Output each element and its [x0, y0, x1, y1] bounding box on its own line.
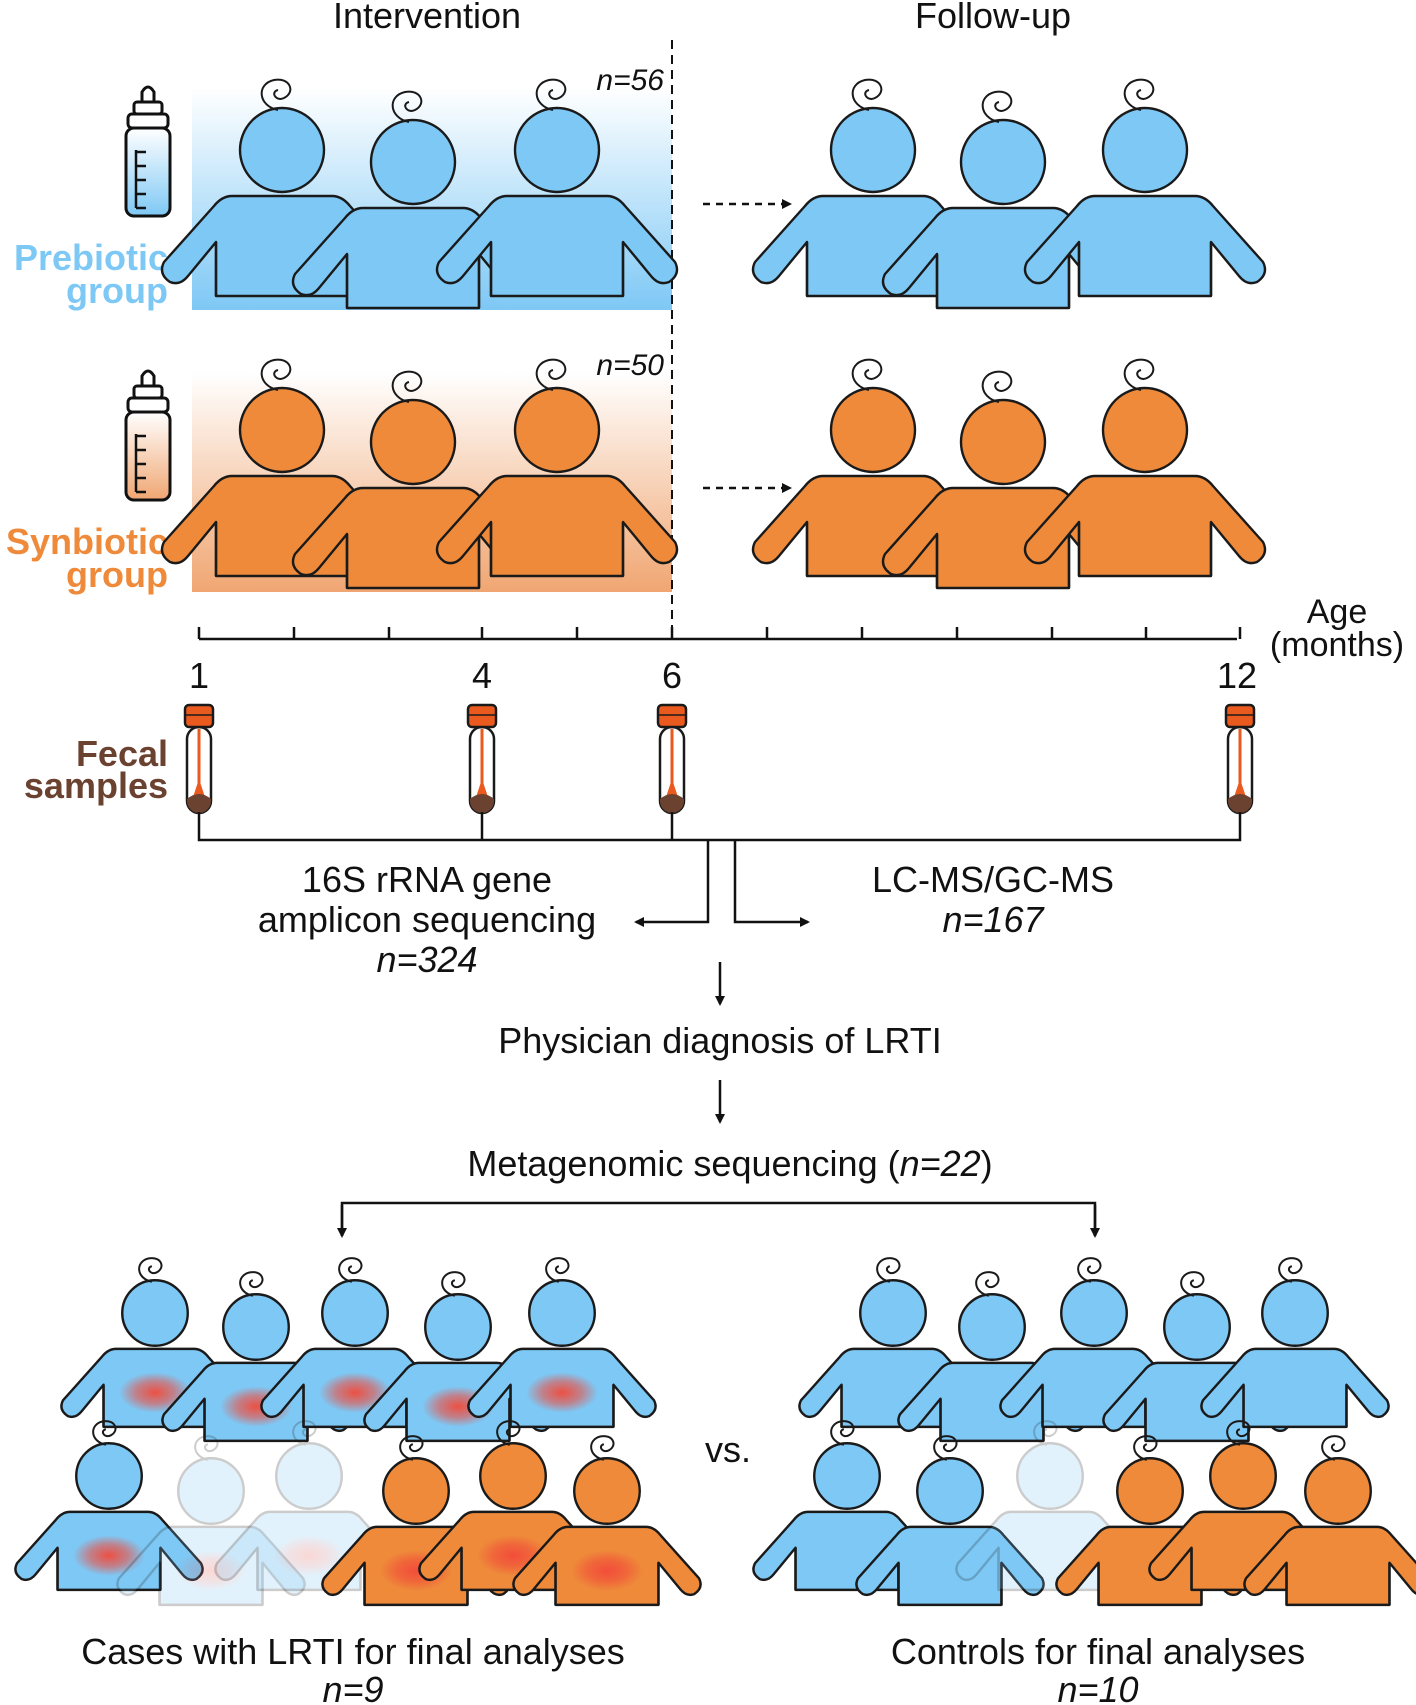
fecal-tube-icon — [466, 703, 498, 815]
header-intervention: Intervention — [333, 0, 521, 36]
metagenomic-prefix: Metagenomic sequencing ( — [467, 1143, 899, 1184]
synbiotic-followup-infant-icon — [1023, 358, 1267, 578]
case-infant-icon — [512, 1435, 702, 1607]
vs-label: vs. — [705, 1429, 751, 1470]
synbiotic-label-line1: Synbiotic — [6, 521, 168, 562]
infection-highlight — [526, 1372, 598, 1413]
case-infant-icon — [260, 1257, 450, 1429]
controls-n: n=10 — [1057, 1669, 1138, 1705]
synbiotic-n: n=50 — [596, 349, 664, 382]
prebiotic-label-line1: Prebiotic — [14, 237, 168, 278]
control-infant-icon — [855, 1435, 1045, 1607]
fecal-tube-icon — [656, 703, 688, 815]
metagenomic-suffix: ) — [981, 1143, 993, 1184]
age-axis — [197, 627, 1242, 641]
ms-method-line1: LC-MS/GC-MS — [872, 859, 1114, 900]
ms-method-n: n=167 — [942, 899, 1045, 940]
axis-label-line1: Age — [1307, 593, 1368, 631]
infection-highlight — [175, 1550, 247, 1591]
prebiotic-label-line2: group — [66, 270, 168, 311]
infection-highlight — [571, 1550, 643, 1591]
seq-method-line2: amplicon sequencing — [258, 899, 596, 940]
prebiotic-infant-icon — [291, 90, 535, 310]
header-followup: Follow-up — [915, 0, 1071, 36]
infection-highlight — [319, 1372, 391, 1413]
formula-bottle-blue-icon — [124, 85, 172, 218]
case-infant-icon — [60, 1257, 250, 1429]
formula-bottle-orange-icon — [124, 369, 172, 502]
seq-method-line1: 16S rRNA gene — [302, 859, 552, 900]
synbiotic-infant-icon — [160, 358, 404, 578]
cases-label: Cases with LRTI for final analyses — [81, 1631, 625, 1672]
prebiotic-n: n=56 — [596, 64, 664, 97]
axis-label-line2: (months) — [1270, 626, 1404, 664]
seq-method-n: n=324 — [376, 939, 477, 980]
metagenomic-step: Metagenomic sequencing (n=22) — [467, 1143, 992, 1184]
fecal-label-line1: Fecal — [76, 733, 168, 774]
infection-highlight — [273, 1535, 345, 1576]
sample-connector-lines — [197, 812, 1242, 927]
case-infant-icon — [116, 1435, 306, 1607]
control-infant-icon — [1200, 1257, 1390, 1429]
metagenomic-n: n=22 — [900, 1143, 981, 1184]
infection-highlight — [73, 1535, 145, 1576]
synbiotic-infant-icon — [435, 358, 679, 578]
controls-label: Controls for final analyses — [891, 1631, 1305, 1672]
synbiotic-label-line2: group — [66, 554, 168, 595]
tick-label-12: 12 — [1217, 655, 1257, 696]
fecal-tube-icon — [1224, 703, 1256, 815]
case-infant-icon — [14, 1420, 204, 1592]
split-arrows — [337, 1201, 1100, 1238]
diagnosis-step: Physician diagnosis of LRTI — [498, 1020, 942, 1061]
control-infant-icon — [999, 1257, 1189, 1429]
cases-n: n=9 — [322, 1669, 383, 1705]
fecal-tube-icon — [183, 703, 215, 815]
fecal-sample-tubes — [183, 703, 1256, 815]
prebiotic-followup-infant-icon — [1023, 78, 1267, 298]
fecal-label-line2: samples — [24, 765, 168, 806]
infant-figures — [14, 78, 1416, 1607]
tick-label-6: 6 — [662, 655, 682, 696]
tick-label-4: 4 — [472, 655, 492, 696]
tick-label-1: 1 — [189, 655, 209, 696]
case-infant-icon — [467, 1257, 657, 1429]
prebiotic-infant-icon — [435, 78, 679, 298]
control-infant-icon — [1243, 1435, 1416, 1607]
